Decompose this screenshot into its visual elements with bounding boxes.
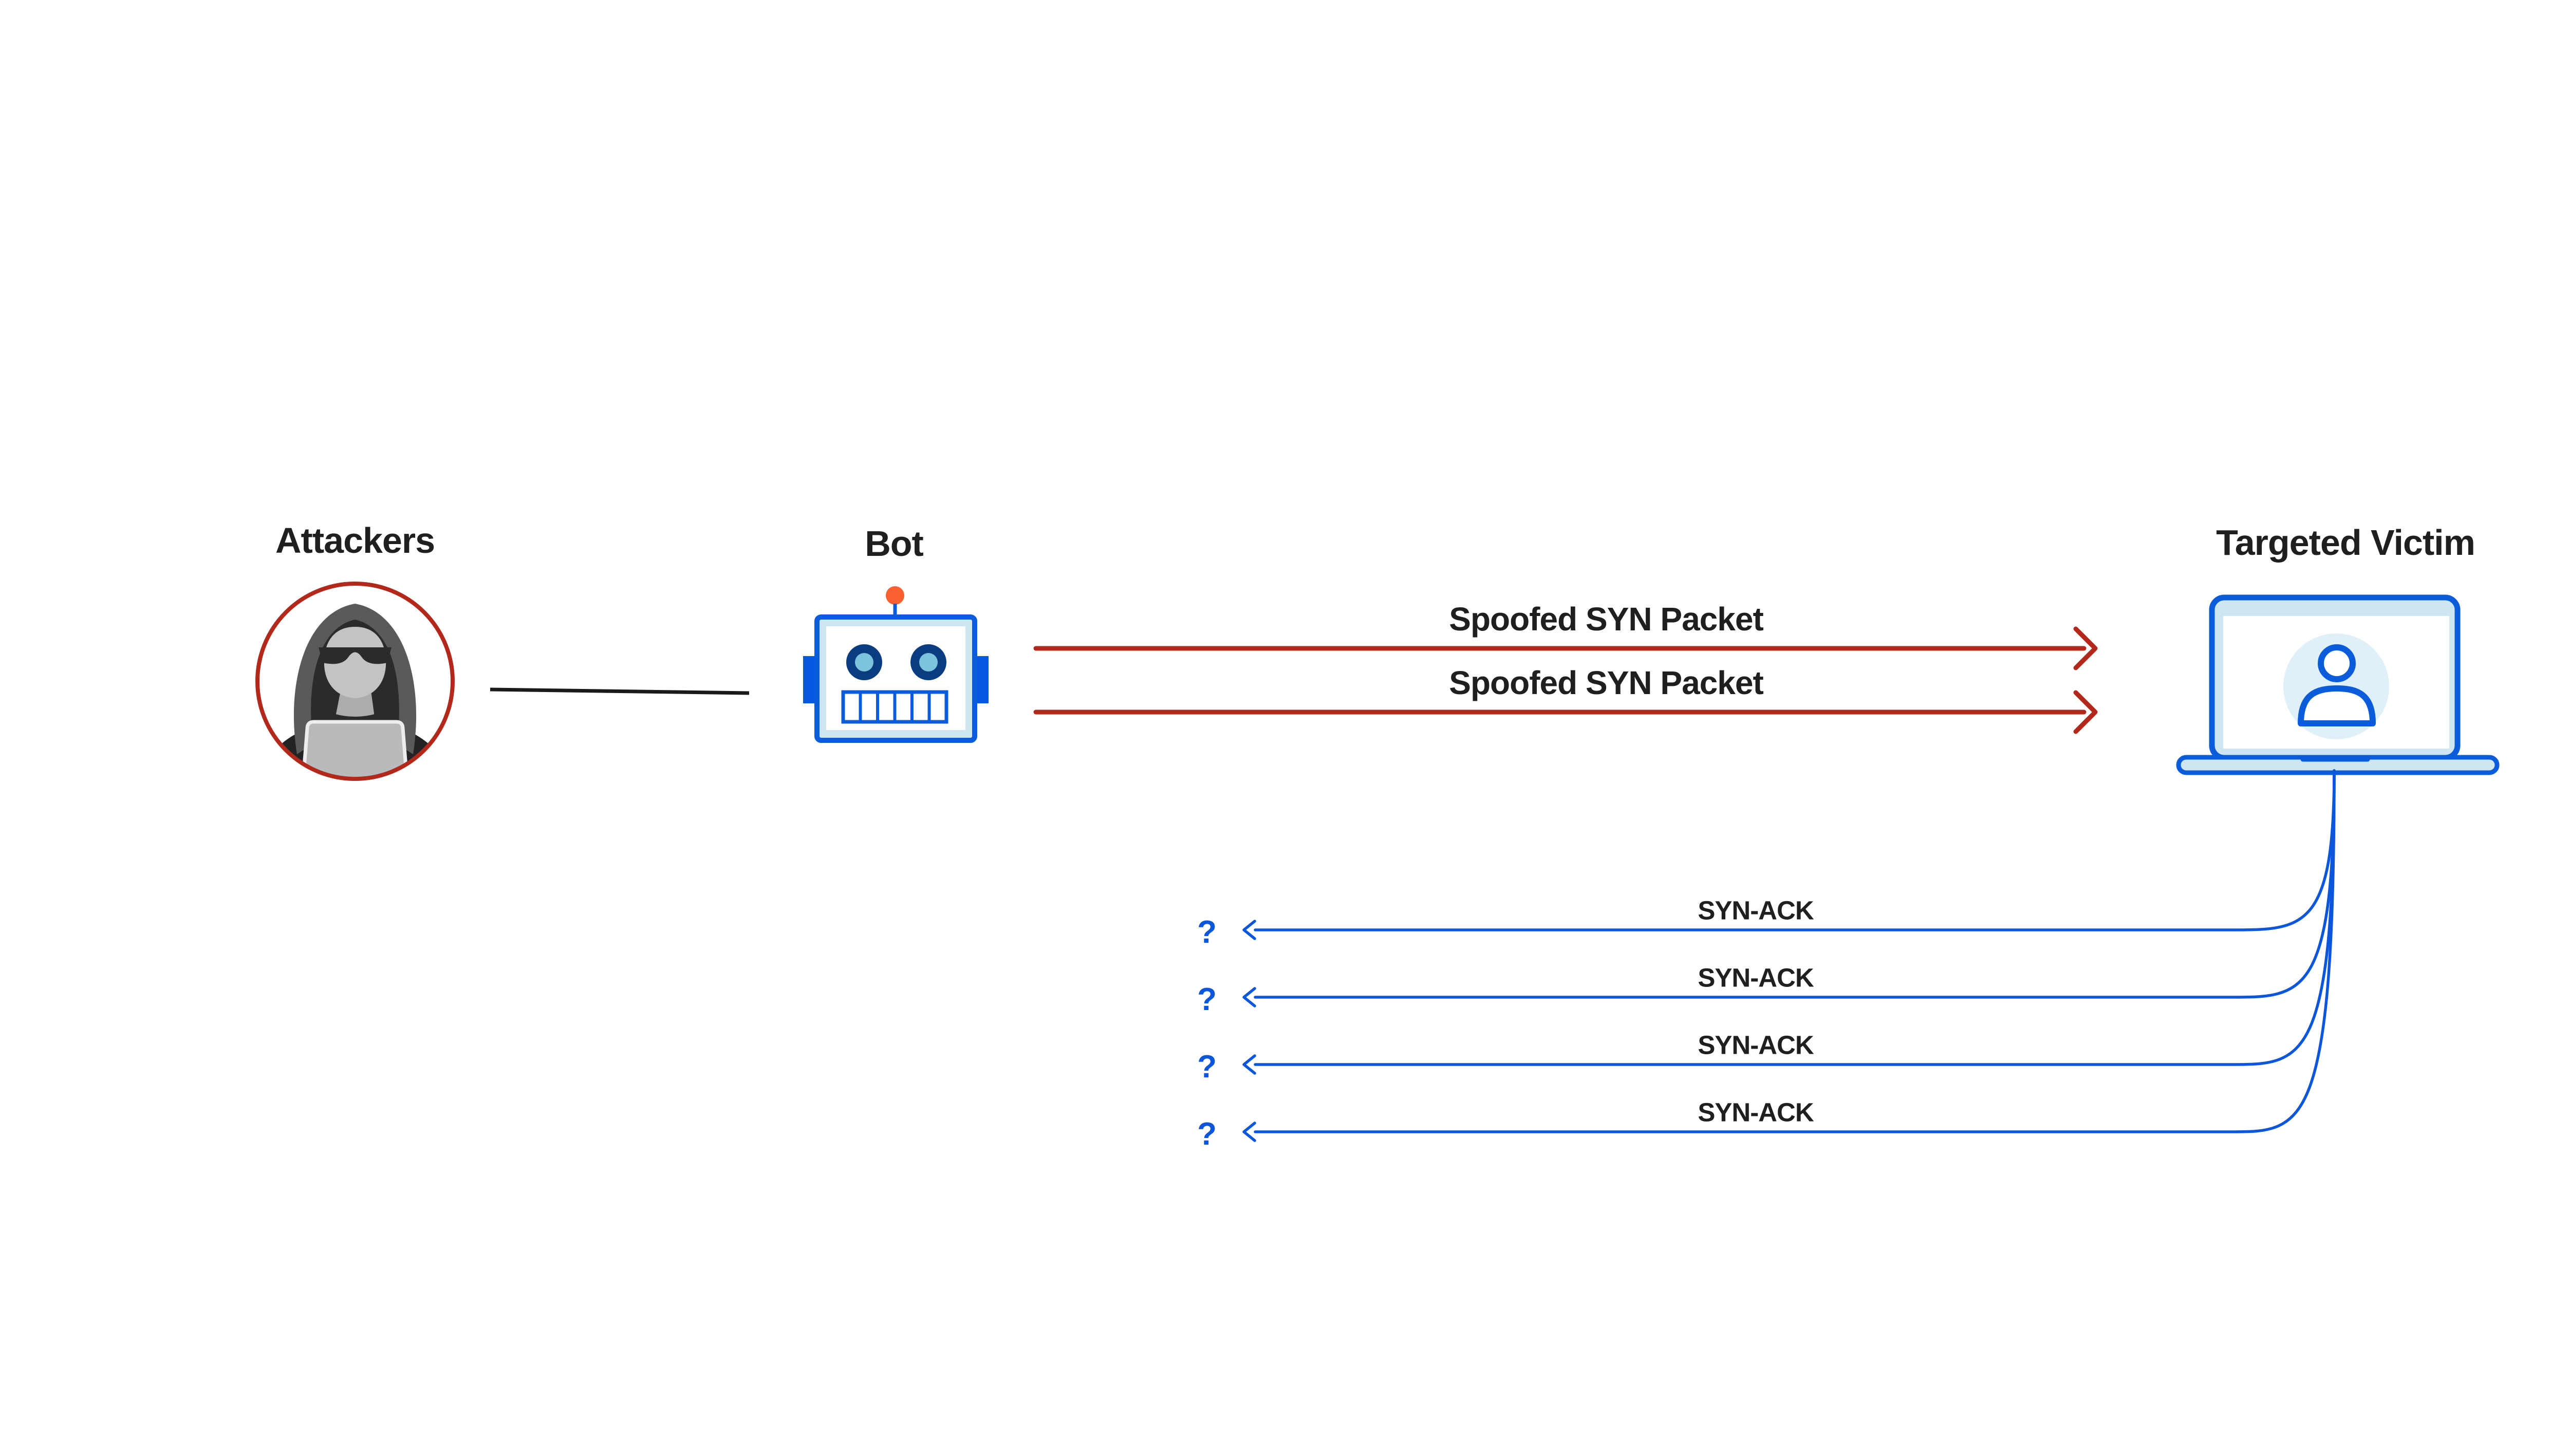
victim-label: Targeted Victim: [2216, 522, 2475, 563]
unknown-source-mark-4: ?: [1197, 1116, 1217, 1152]
syn-arrow-1-head: [2073, 626, 2098, 670]
syn-packet-label-2: Spoofed SYN Packet: [1449, 664, 1763, 701]
antenna-dot: [886, 586, 904, 605]
synack-label-3: SYN-ACK: [1698, 1030, 1814, 1060]
attacker-circle-ring: [255, 582, 455, 781]
unknown-source-mark-3: ?: [1197, 1049, 1217, 1085]
syn-arrow-2: [1033, 690, 2098, 734]
hacker-face: [324, 627, 386, 698]
attacker-avatar: [255, 582, 455, 781]
robot-icon: [803, 586, 989, 743]
user-shoulders: [2298, 685, 2376, 726]
hooded-hacker-icon: [259, 604, 451, 777]
attackers-label: Attackers: [275, 520, 435, 561]
robot-mouth: [841, 690, 948, 724]
synack-label-2: SYN-ACK: [1698, 963, 1814, 993]
syn-arrow-1: [1033, 626, 2098, 670]
synack-arrows: [1242, 769, 2336, 1142]
syn-packet-label-1: Spoofed SYN Packet: [1449, 601, 1763, 638]
synack-arrow-2-head: [1242, 987, 1256, 1007]
robot-eye-right-pupil: [919, 653, 938, 671]
unknown-source-mark-2: ?: [1197, 982, 1217, 1017]
synack-arrow-4-line: [1254, 769, 2336, 1133]
hacker-laptop: [301, 720, 409, 777]
robot-eye-left-pupil: [855, 653, 873, 671]
laptop-user-icon: [2176, 594, 2500, 775]
synack-arrow-3-head: [1242, 1054, 1256, 1075]
user-head: [2318, 644, 2356, 682]
attacker-bot-link-line: [490, 687, 750, 695]
syn-arrow-2-head: [2073, 690, 2098, 734]
synack-label-1: SYN-ACK: [1698, 895, 1814, 925]
synack-label-4: SYN-ACK: [1698, 1097, 1814, 1127]
synack-arrow-4-head: [1242, 1122, 1256, 1142]
sunglasses-icon: [319, 647, 392, 664]
synack-arrow-1-head: [1242, 920, 1256, 940]
bot-label: Bot: [865, 524, 924, 564]
unknown-source-mark-1: ?: [1197, 914, 1217, 950]
